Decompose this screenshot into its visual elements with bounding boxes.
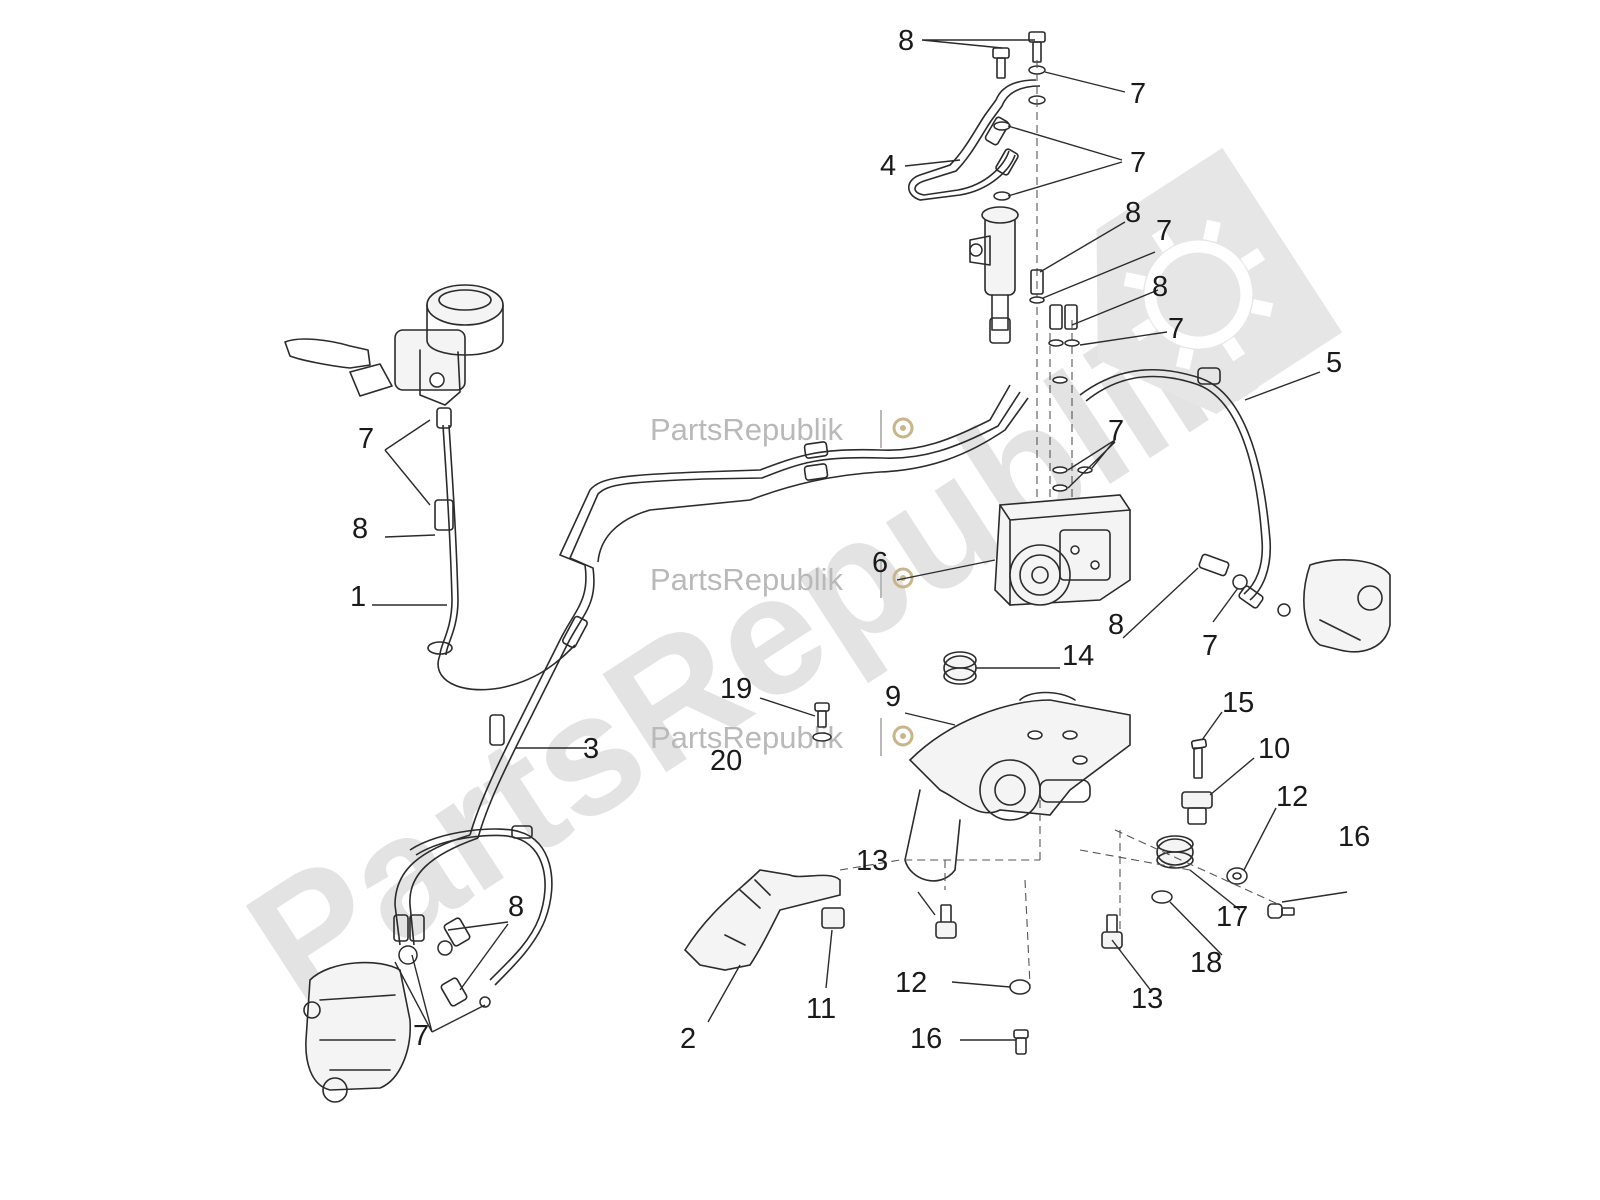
washer-12-bottom [1009,979,1031,995]
bolt-13-right [1101,914,1123,949]
callout-7-abs: 7 [1168,313,1184,345]
callout-1: 1 [350,581,366,613]
callout-4: 4 [880,150,896,182]
watermark-small-2: PartsRepublik [650,560,914,598]
callout-8-master: 8 [1125,197,1141,229]
abs-modulator [994,494,1131,606]
rubber-grommet-17 [1156,835,1194,869]
spacer-10 [1181,791,1213,825]
watermark-small-text-3: PartsRepublik [650,720,843,755]
bolt-16-right [1267,903,1295,919]
callout-5: 5 [1326,347,1342,379]
callout-7-rear: 7 [1202,630,1218,662]
front-brake-caliper [303,961,411,1103]
callout-9: 9 [885,681,901,713]
callout-7-lower: 7 [413,1020,429,1052]
washer-18 [1151,890,1173,904]
callout-17: 17 [1216,901,1248,933]
watermark-small-text-1: PartsRepublik [650,412,843,447]
front-master-cylinder [284,284,504,406]
callout-16-bottom: 16 [910,1023,942,1055]
callout-12-bottom: 12 [895,967,927,999]
watermark-gear-icon-1 [880,410,914,448]
callout-2: 2 [680,1023,696,1055]
callout-12-right: 12 [1276,781,1308,813]
rear-master-cylinder [969,206,1019,344]
rubber-grommet-14 [943,651,977,685]
callout-10: 10 [1258,733,1290,765]
callout-11: 11 [806,993,836,1025]
watermark-large-gear-icon [1096,147,1343,415]
watermark-small-3: PartsRepublik [650,718,914,756]
brake-hose-4 [907,79,1041,201]
callout-8-top: 8 [898,25,914,57]
abs-bracket [904,691,1131,882]
front-lower-hoses [384,825,553,1008]
washer-12-right [1226,867,1248,885]
callout-6: 6 [872,547,888,579]
callout-3: 3 [583,733,599,765]
callout-7-front: 7 [358,423,374,455]
callout-15: 15 [1222,687,1254,719]
callout-7-abs-lower: 7 [1108,415,1124,447]
callout-13-left: 13 [856,845,888,877]
callout-19: 19 [720,673,752,705]
rear-banjo [1198,553,1291,617]
watermark-small-1: PartsRepublik [650,410,914,448]
bracket-alignment-lines [839,800,1281,986]
heat-shield-2 [683,869,841,971]
callout-13-right: 13 [1131,983,1163,1015]
leader-lines [372,39,1348,1041]
callout-labels: 8 7 4 7 8 7 8 7 5 7 7 8 1 6 8 7 14 19 9 … [350,25,1370,1055]
alignment-lines [1036,60,1073,520]
rear-brake-caliper [1303,559,1391,653]
callout-7-master: 7 [1156,215,1172,247]
callout-8-front: 8 [352,513,368,545]
brake-hose-5 [1079,367,1272,609]
bolt-16-bottom [1013,1029,1029,1055]
clip-11 [821,907,845,929]
bolt-15 [1190,738,1208,779]
brake-pipe-3 [469,384,1029,839]
callout-14: 14 [1062,640,1094,672]
callout-18: 18 [1190,947,1222,979]
callout-7-hose4: 7 [1130,147,1146,179]
callout-16-right: 16 [1338,821,1370,853]
callout-20: 20 [710,745,742,777]
callout-8-rear: 8 [1108,609,1124,641]
bolt-19 [812,702,832,742]
brake-hose-1 [427,407,576,691]
watermark-gear-icon-3 [880,718,914,756]
callout-8-abs: 8 [1152,271,1168,303]
bolt-13-left [935,904,957,939]
watermark-small-text-2: PartsRepublik [650,562,843,597]
callout-7-top: 7 [1130,78,1146,110]
callout-8-lower: 8 [508,891,524,923]
